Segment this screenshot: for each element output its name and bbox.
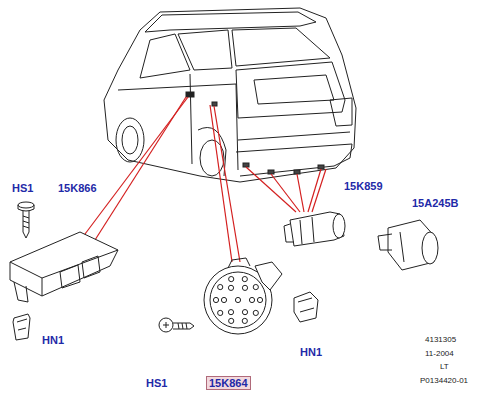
clip-nut bbox=[294, 292, 318, 322]
parking-sensor bbox=[284, 212, 345, 246]
clip-nut bbox=[13, 314, 30, 340]
date-code: 11-2004 bbox=[425, 350, 454, 359]
illustration-id: P0134420-01 bbox=[420, 377, 468, 386]
region-code: LT bbox=[440, 363, 449, 372]
part-number: HS1 bbox=[12, 182, 33, 194]
reference-number: 4131305 bbox=[425, 336, 456, 345]
part-number: HS1 bbox=[146, 377, 167, 389]
screw bbox=[159, 318, 194, 332]
sensor-bezel bbox=[378, 220, 438, 270]
vehicle-illustration bbox=[104, 8, 356, 182]
sounder bbox=[204, 258, 282, 334]
part-number: HN1 bbox=[300, 346, 322, 358]
control-module bbox=[10, 232, 118, 302]
part-number: 15K866 bbox=[58, 182, 97, 194]
part-number: 15A245B bbox=[412, 197, 458, 209]
part-number: 15K859 bbox=[344, 180, 383, 192]
sounder-grille bbox=[213, 276, 262, 323]
screw bbox=[18, 202, 34, 238]
leader-lines bbox=[82, 97, 326, 262]
part-number: HN1 bbox=[42, 334, 64, 346]
part-number: 15K864 bbox=[206, 376, 251, 390]
